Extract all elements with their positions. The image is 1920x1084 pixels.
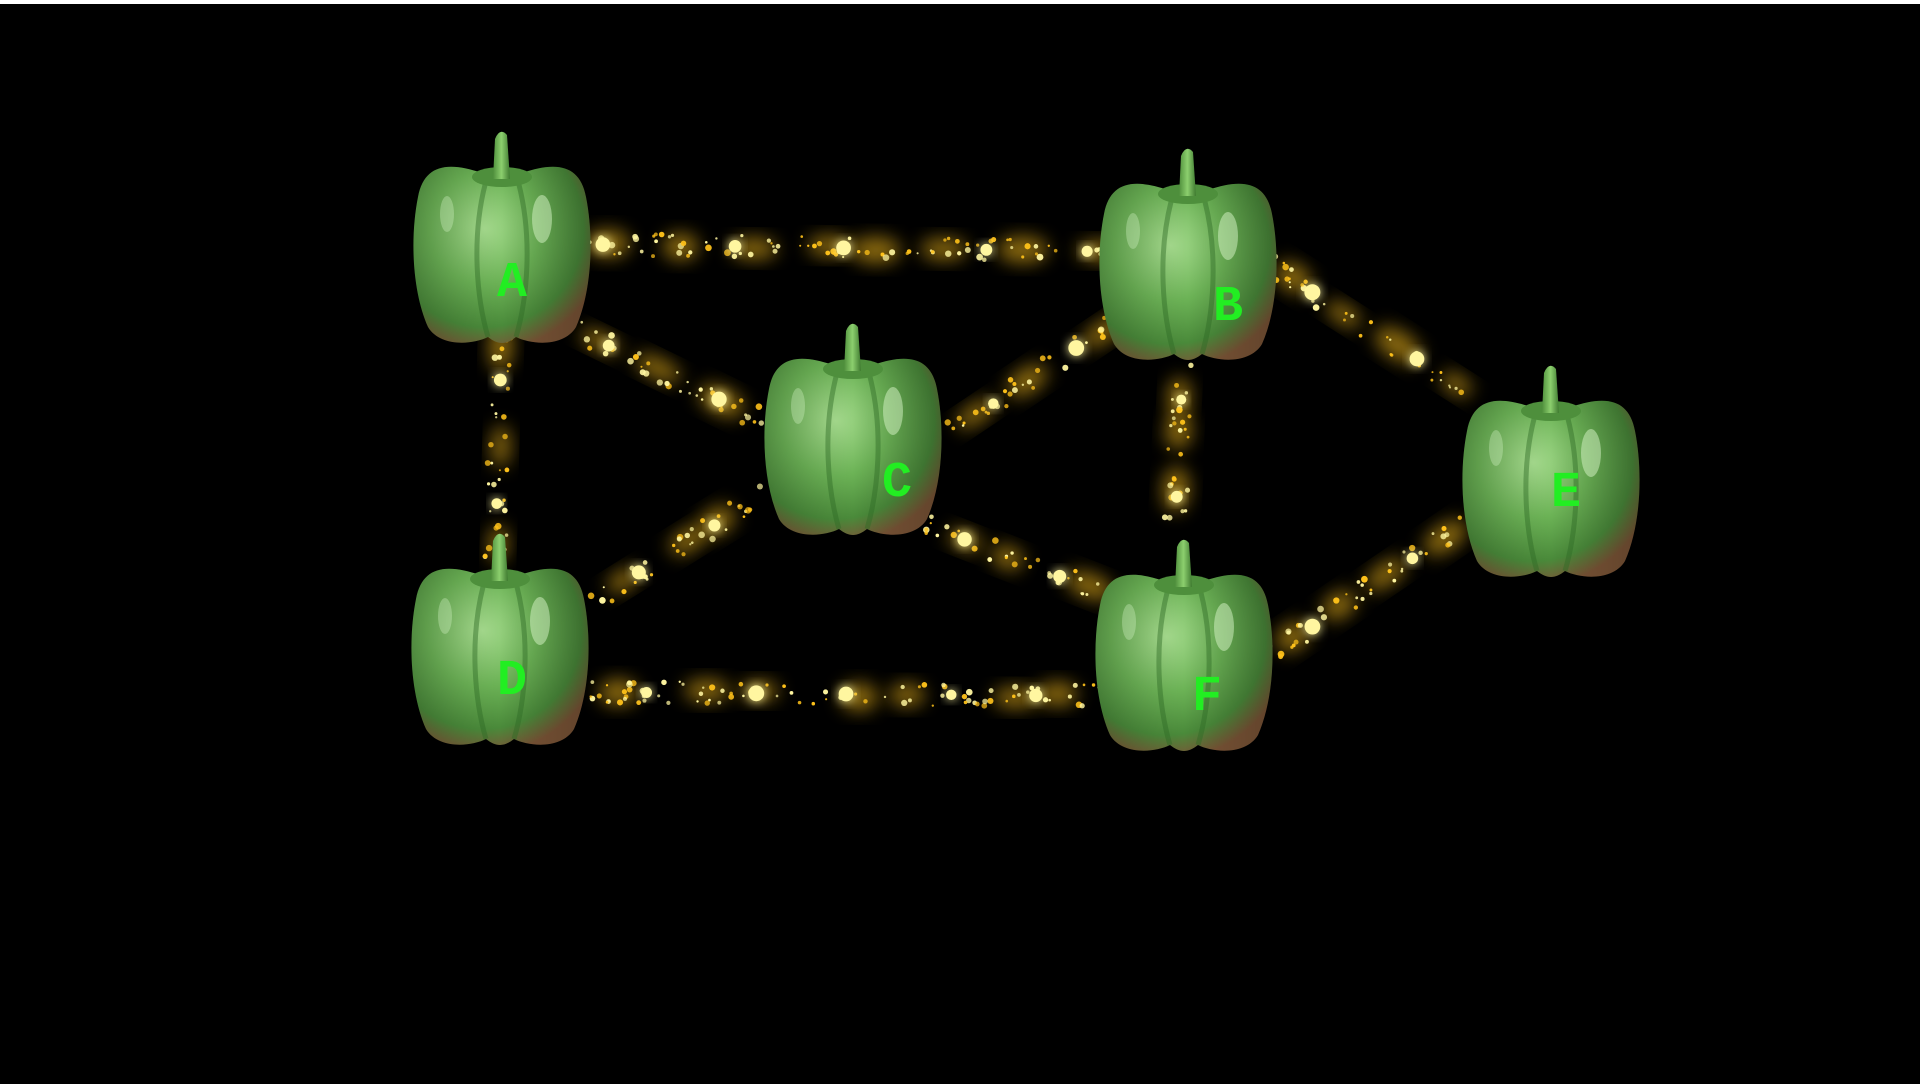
bell-pepper-icon <box>413 131 591 343</box>
edge-e-f <box>1265 515 1467 660</box>
node-e: E <box>1462 365 1640 577</box>
bell-pepper-icon <box>1095 539 1273 751</box>
bell-pepper-icon <box>764 323 942 535</box>
nodes-layer: A B C D E F <box>411 131 1640 751</box>
node-f: F <box>1095 539 1273 751</box>
node-b: B <box>1099 148 1277 360</box>
node-label-d: D <box>497 653 527 710</box>
bell-pepper-icon <box>1099 148 1277 360</box>
node-label-e: E <box>1551 465 1581 522</box>
node-label-c: C <box>882 455 912 512</box>
bell-pepper-icon <box>1462 365 1640 577</box>
edge-c-d <box>587 483 763 604</box>
edge-a-b <box>566 229 1132 264</box>
node-label-f: F <box>1192 669 1222 726</box>
graph-canvas: A B C D E F <box>411 131 1640 751</box>
node-c: C <box>764 323 942 535</box>
edge-b-f <box>1161 362 1194 521</box>
edge-d-f <box>589 679 1101 711</box>
node-label-a: A <box>497 255 527 312</box>
edge-b-e <box>1263 253 1472 397</box>
bell-pepper-icon <box>411 533 589 745</box>
edge-a-c <box>565 311 764 426</box>
node-d: D <box>411 533 589 745</box>
edge-b-c <box>944 315 1126 431</box>
edge-c-f <box>923 514 1114 601</box>
node-label-b: B <box>1213 279 1243 336</box>
node-a: A <box>413 131 591 343</box>
edge-a-d <box>482 320 514 563</box>
edges-layer <box>482 229 1472 711</box>
